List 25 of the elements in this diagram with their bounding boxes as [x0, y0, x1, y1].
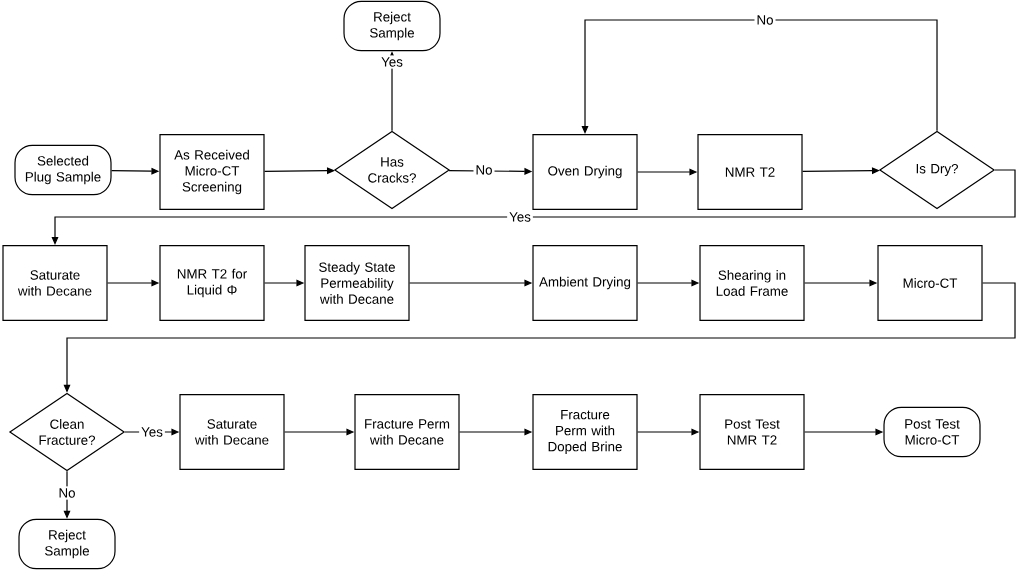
edge-label: No: [473, 163, 495, 177]
process-box: Ambient Drying: [532, 245, 638, 321]
process-box: As Received Micro-CT Screening: [159, 134, 265, 210]
edge-label: Yes: [379, 55, 405, 69]
edge-label: Yes: [139, 425, 165, 439]
process-box: Saturate with Decane: [2, 245, 108, 321]
process-box: Oven Drying: [532, 134, 638, 210]
terminator-box: Reject Sample: [343, 0, 441, 52]
process-box: Fracture Perm with Doped Brine: [532, 394, 638, 470]
process-box: Shearing in Load Frame: [699, 245, 805, 321]
process-box: NMR T2 for Liquid Φ: [159, 245, 265, 321]
terminator-box: Selected Plug Sample: [14, 144, 112, 196]
edge-label: No: [754, 13, 776, 27]
arrow: [51, 169, 1016, 245]
process-box: Micro-CT: [877, 245, 983, 321]
terminator-box: Post Test Micro-CT: [883, 406, 981, 458]
edge-label: Yes: [507, 210, 533, 224]
process-box: Post Test NMR T2: [699, 394, 805, 470]
arrow: [581, 19, 938, 134]
edge-label: No: [56, 486, 78, 500]
process-box: Fracture Perm with Decane: [354, 394, 460, 470]
process-box: Steady State Permeability with Decane: [304, 245, 410, 321]
terminator-box: Reject Sample: [18, 518, 116, 570]
process-box: NMR T2: [697, 134, 803, 210]
process-box: Saturate with Decane: [179, 394, 285, 470]
